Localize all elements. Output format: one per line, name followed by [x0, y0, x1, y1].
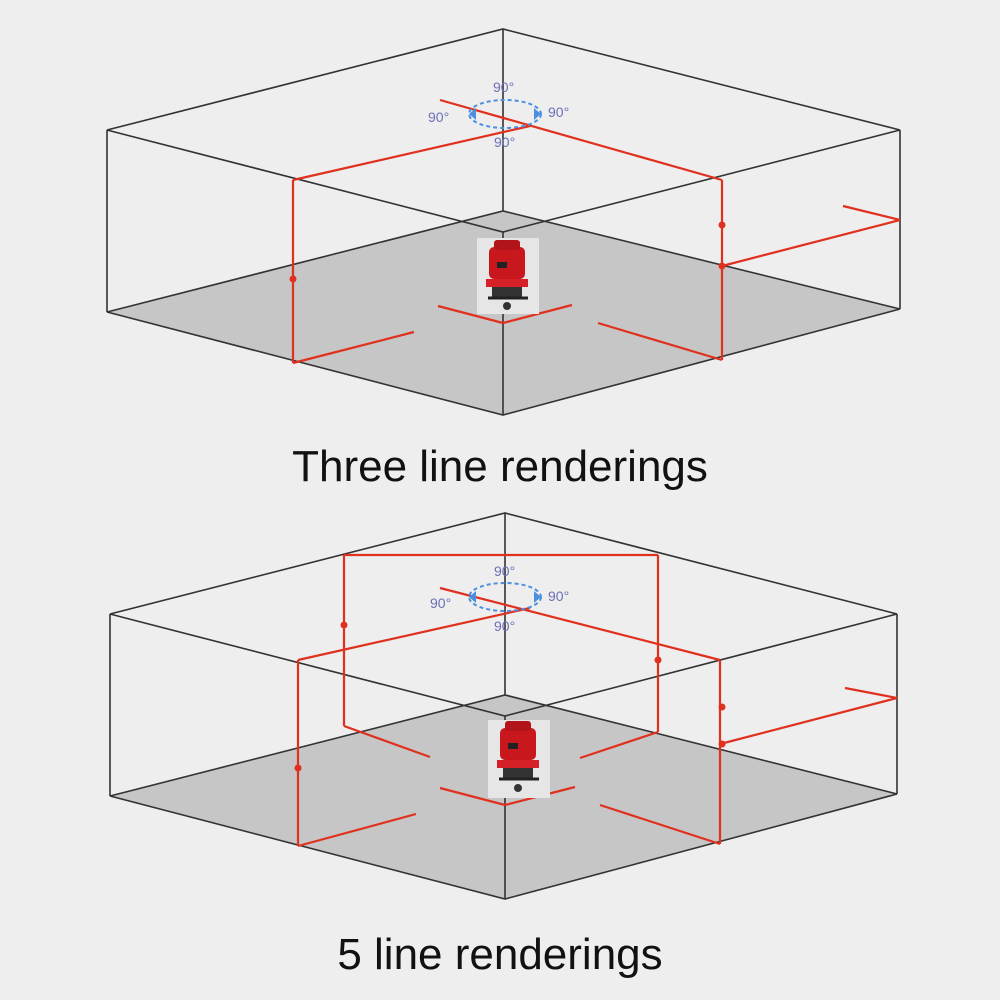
angle-indicator — [468, 99, 542, 129]
laser-dots — [289, 221, 726, 283]
laser-lines — [291, 98, 901, 365]
angle-label-left: 90° — [430, 595, 451, 611]
five-line-diagram: 90° 90° 90° 90° — [109, 512, 898, 900]
three-line-panel: 90° 90° 90° 90° Three line renderings — [0, 0, 1000, 500]
caption-five-line: 5 line renderings — [337, 930, 663, 979]
angle-label-left: 90° — [428, 109, 449, 125]
angle-label-bottom: 90° — [494, 618, 515, 634]
angle-label-top: 90° — [493, 79, 514, 95]
caption-three-line: Three line renderings — [292, 442, 708, 491]
angle-label-top: 90° — [494, 563, 515, 579]
angle-indicator — [468, 582, 542, 612]
three-line-diagram: 90° 90° 90° 90° — [106, 28, 901, 416]
laser-level-device-icon — [477, 238, 539, 314]
angle-label-right: 90° — [548, 104, 569, 120]
five-line-panel: 90° 90° 90° 90° 5 line renderings — [0, 500, 1000, 1000]
laser-level-device-icon — [488, 720, 550, 798]
angle-label-right: 90° — [548, 588, 569, 604]
angle-label-bottom: 90° — [494, 134, 515, 150]
laser-lines — [296, 553, 898, 848]
laser-dots — [294, 621, 726, 772]
